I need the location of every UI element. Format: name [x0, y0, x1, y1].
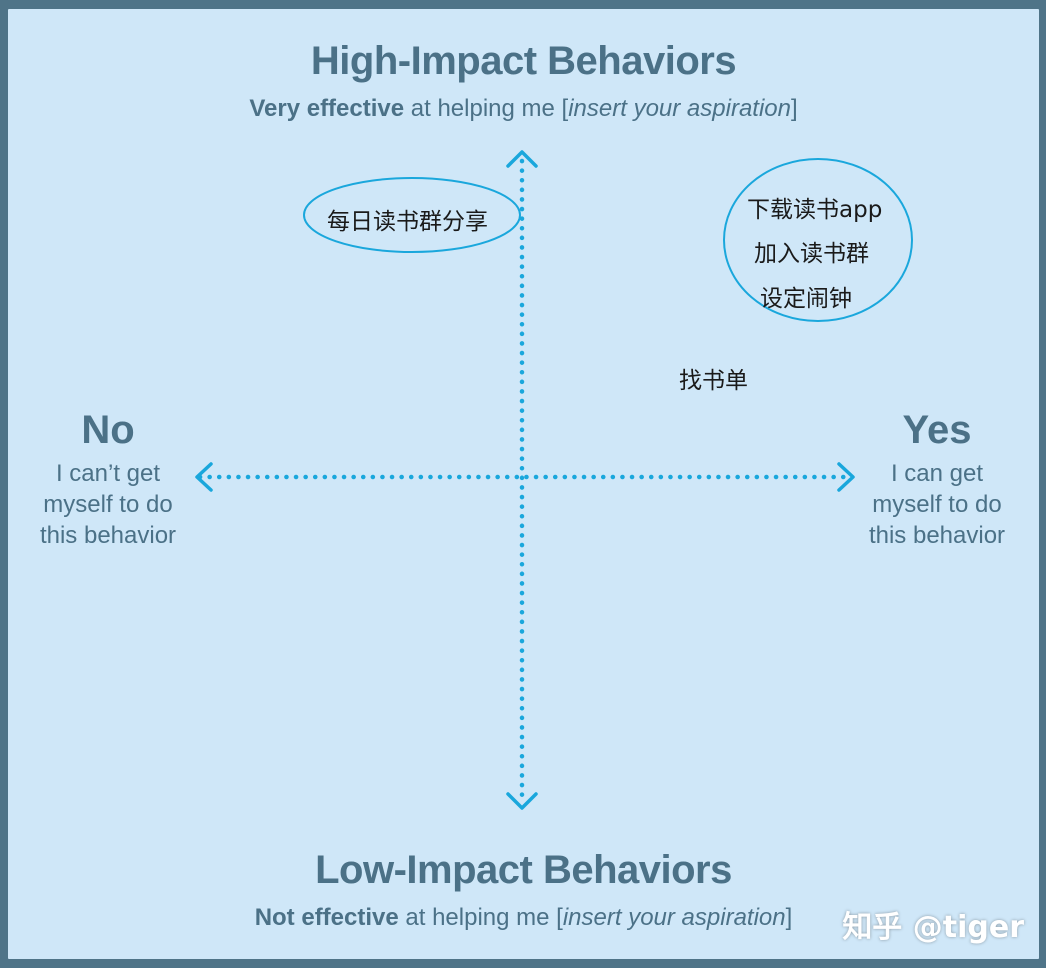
- bottom-subtitle-mid: at helping me [: [398, 904, 563, 931]
- bottom-subtitle: Not effective at helping me [insert your…: [8, 904, 1039, 932]
- top-title: High-Impact Behaviors: [310, 39, 737, 83]
- axes: [195, 150, 913, 810]
- note-upper-right-3: 设定闹钟: [760, 286, 852, 312]
- left-description: I can’t get myself to do this behavior: [18, 458, 198, 551]
- note-upper-left: 每日读书群分享: [327, 209, 488, 235]
- note-middle-right: 找书单: [679, 368, 748, 394]
- arrow-right-icon: [837, 462, 855, 492]
- left-line-3: this behavior: [39, 522, 177, 549]
- diagram-canvas: High-Impact Behaviors Very effective at …: [8, 9, 1039, 959]
- left-line-2: myself to do: [43, 491, 173, 518]
- bottom-subtitle-end: ]: [785, 904, 793, 931]
- watermark: 知乎 @tiger: [842, 910, 1024, 945]
- bottom-subtitle-italic: insert your aspiration: [562, 904, 786, 931]
- right-description: I can get myself to do this behavior: [847, 458, 1027, 551]
- note-ellipse-upper-left: [303, 177, 521, 253]
- top-subtitle-bold: Very effective: [249, 95, 405, 122]
- bottom-title: Low-Impact Behaviors: [315, 848, 732, 892]
- right-title: Yes: [902, 408, 972, 452]
- bottom-subtitle-bold: Not effective: [254, 904, 399, 931]
- arrow-left-icon: [195, 462, 213, 492]
- note-upper-right-1: 下载读书app: [747, 197, 883, 223]
- note-upper-right-2: 加入读书群: [754, 241, 869, 267]
- left-title: No: [81, 408, 135, 452]
- right-line-3: this behavior: [868, 522, 1006, 549]
- arrow-up-icon: [506, 150, 538, 168]
- arrow-down-icon: [506, 792, 538, 810]
- right-line-2: myself to do: [872, 491, 1002, 518]
- right-line-1: I can get: [890, 460, 984, 487]
- top-subtitle-end: ]: [791, 95, 798, 122]
- top-subtitle: Very effective at helping me [insert you…: [8, 95, 1039, 123]
- top-subtitle-italic: insert your aspiration: [568, 95, 791, 122]
- left-line-1: I can’t get: [55, 460, 161, 487]
- note-ellipse-upper-right: [723, 158, 913, 322]
- top-subtitle-mid: at helping me [: [404, 95, 569, 122]
